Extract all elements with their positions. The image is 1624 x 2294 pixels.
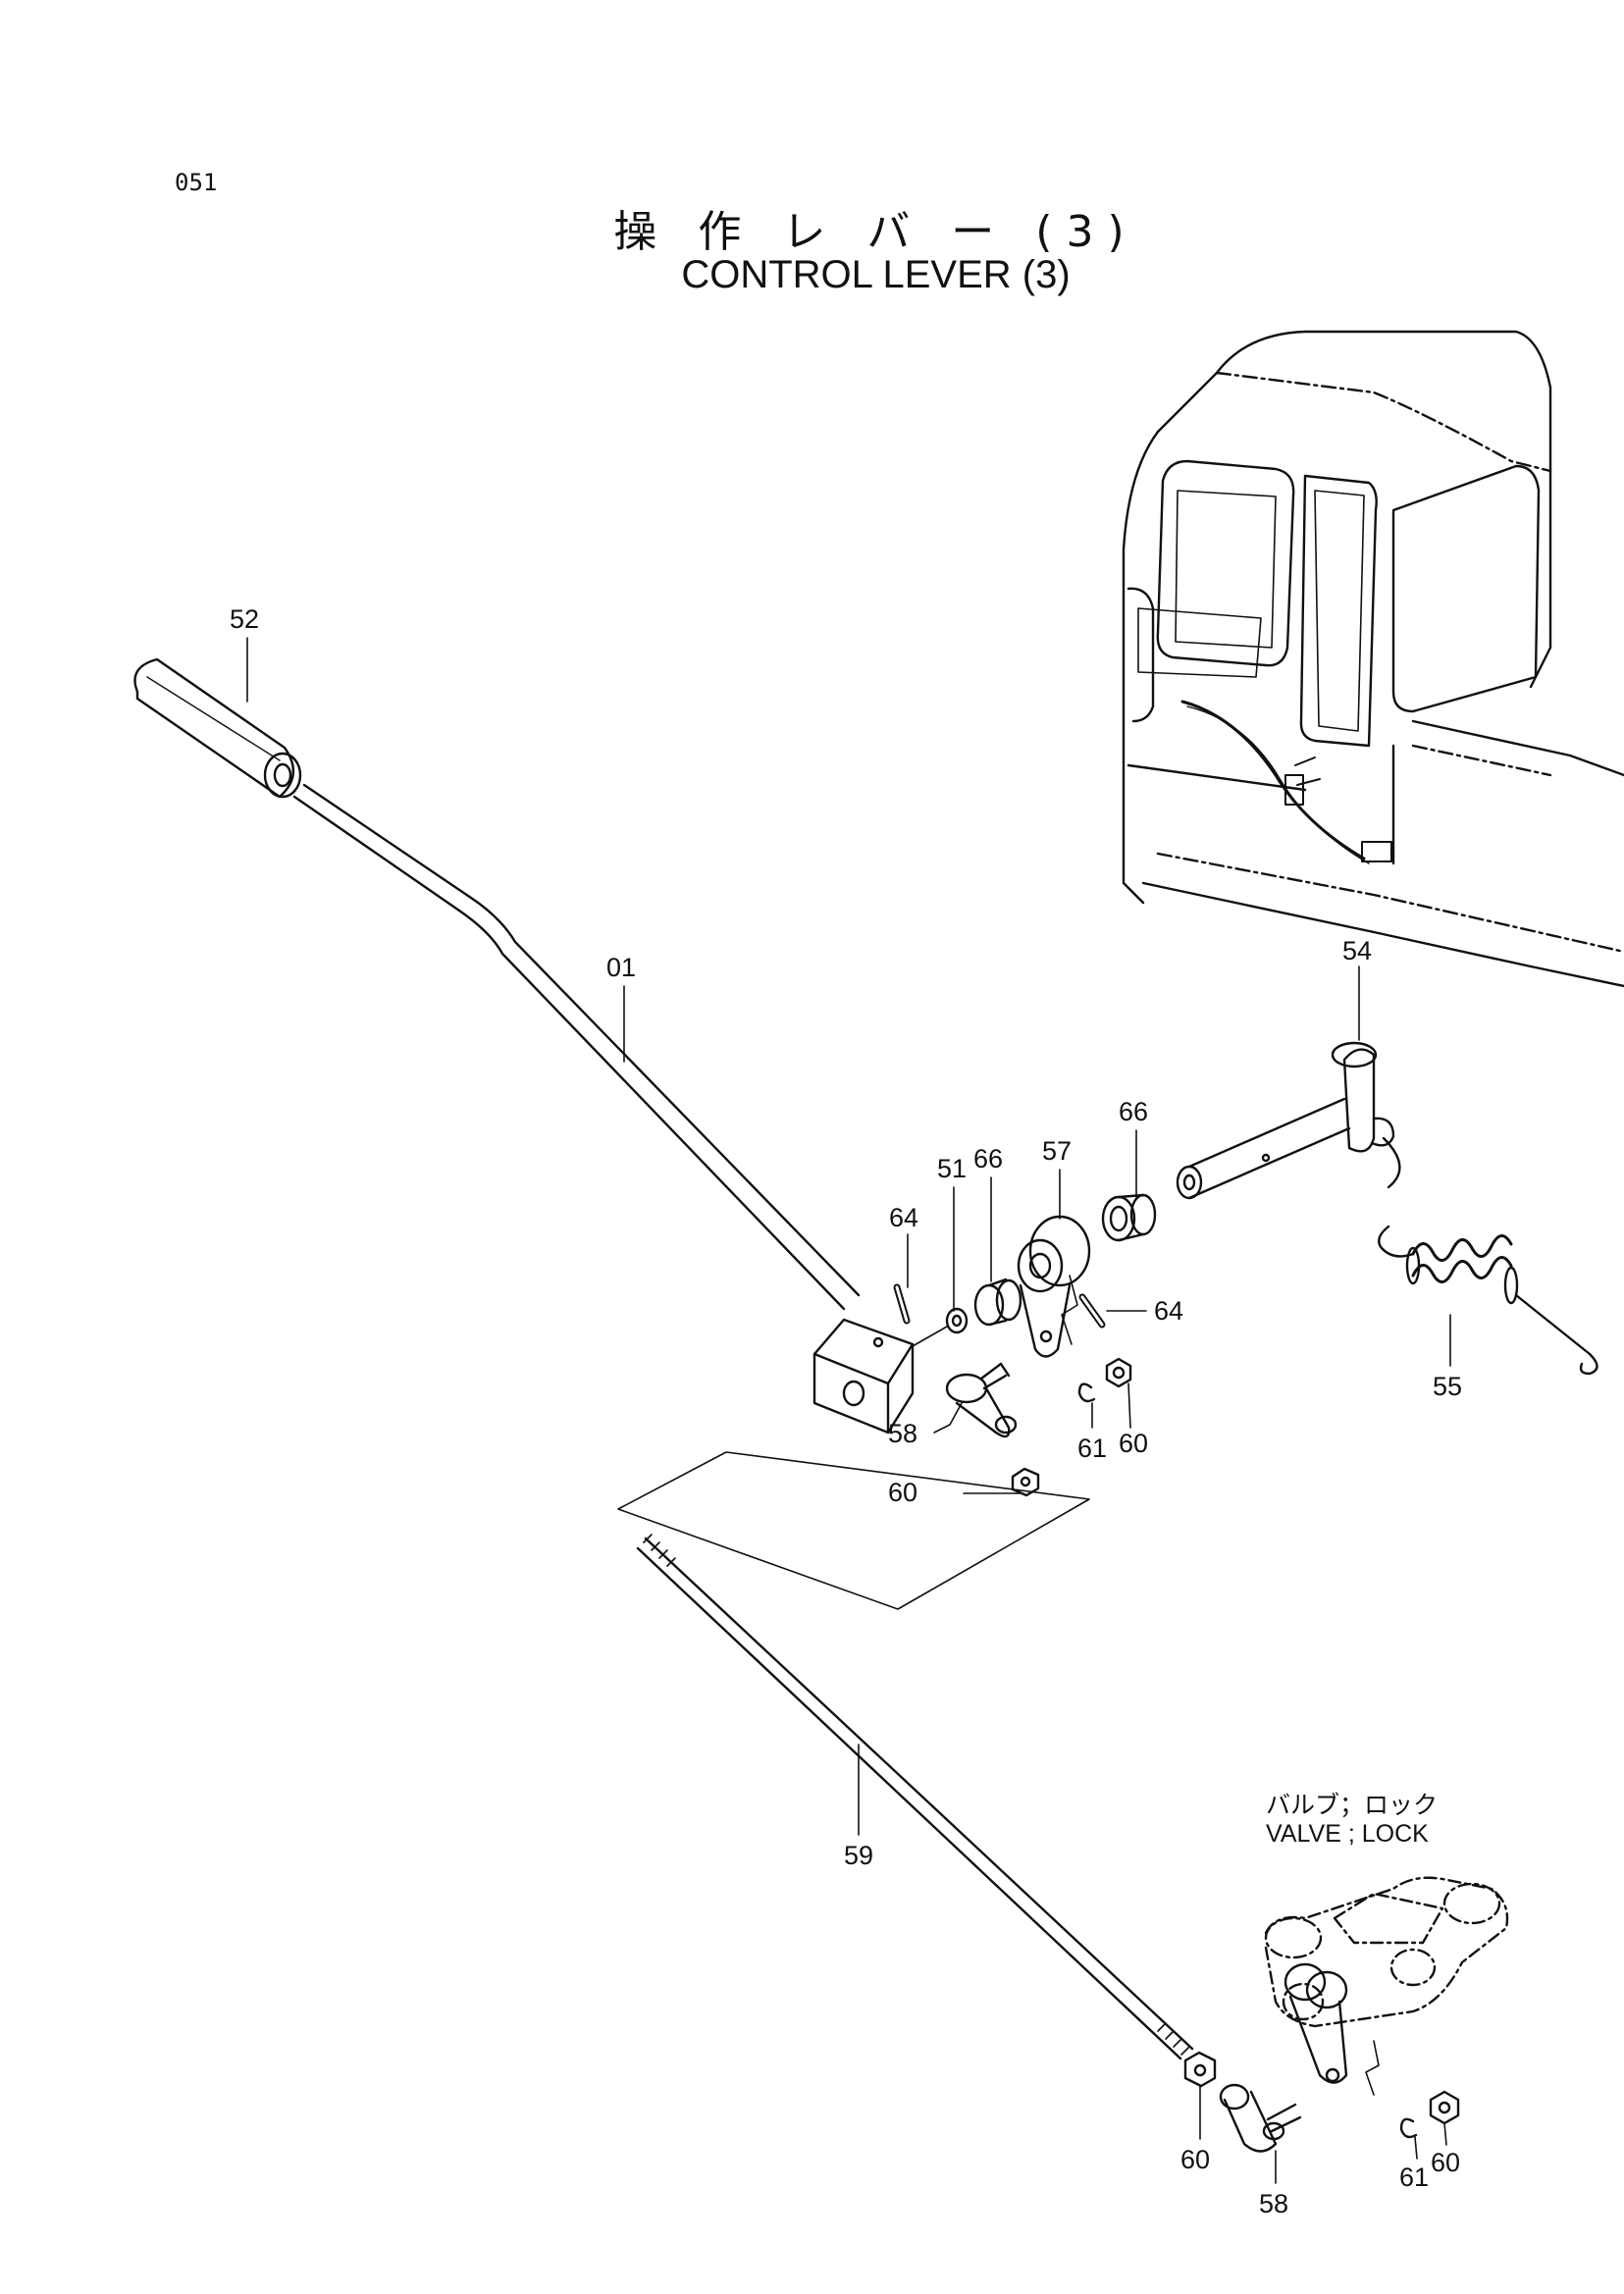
valve-note-japanese: バルブ；ロック — [1266, 1792, 1439, 1819]
e-clip-61-top — [1077, 1382, 1096, 1403]
arm-57 — [1017, 1215, 1091, 1358]
callout-59: 59 — [844, 1841, 873, 1870]
callout-61: 61 — [1077, 1434, 1107, 1463]
cab-illustration — [1122, 330, 1624, 988]
shaft-54 — [1176, 1041, 1395, 1200]
grip — [133, 657, 302, 799]
nut-60-bottom-left — [1183, 2051, 1217, 2088]
pin-64-left — [893, 1283, 911, 1325]
callout-58: 58 — [1259, 2189, 1288, 2218]
callout-60: 60 — [1180, 2145, 1210, 2174]
callout-61: 61 — [1399, 2163, 1429, 2192]
callout-60: 60 — [1119, 1429, 1148, 1458]
callout-51: 51 — [937, 1154, 967, 1183]
lever-block — [812, 1318, 915, 1434]
callout-55: 55 — [1433, 1372, 1462, 1401]
spring-55 — [1378, 1136, 1598, 1376]
bushing-66-left — [973, 1277, 1022, 1327]
lever-rod — [292, 783, 861, 1311]
reference-frame — [617, 1451, 1090, 1610]
pin-64-right — [1078, 1293, 1106, 1329]
e-clip-61-bottom — [1399, 2117, 1418, 2139]
nut-60-bottom-right — [1429, 2090, 1460, 2125]
callout-60: 60 — [888, 1478, 917, 1507]
callout-64: 64 — [889, 1203, 918, 1232]
callout-01: 01 — [606, 953, 636, 982]
page-title-japanese: 操 作 レ バ ー (3) — [613, 207, 1138, 257]
callout-58: 58 — [888, 1419, 917, 1448]
callout-54: 54 — [1342, 936, 1372, 965]
leader-lines — [246, 637, 1451, 2184]
valve-arm — [1283, 1962, 1380, 2096]
page-title-english: CONTROL LEVER (3) — [681, 253, 1071, 296]
callout-64: 64 — [1154, 1296, 1183, 1326]
washer-51 — [912, 1307, 969, 1347]
callout-52: 52 — [230, 604, 259, 634]
callout-66: 66 — [1119, 1097, 1148, 1126]
valve-note-english: VALVE ; LOCK — [1266, 1820, 1429, 1848]
rod-end-58-top — [945, 1362, 1018, 1438]
rod-59 — [636, 1534, 1194, 2060]
nut-60-top-right — [1105, 1357, 1132, 1388]
rod-end-58-bottom — [1219, 2083, 1302, 2153]
lock-valve — [1264, 1876, 1509, 2028]
page-number: 051 — [175, 169, 218, 196]
bushing-66-right — [1101, 1193, 1157, 1242]
callout-66: 66 — [973, 1144, 1003, 1173]
callout-labels: 52 01 54 66 57 66 51 64 64 55 58 61 60 6… — [230, 604, 1462, 2218]
callout-57: 57 — [1042, 1136, 1072, 1166]
callout-60: 60 — [1431, 2148, 1460, 2177]
